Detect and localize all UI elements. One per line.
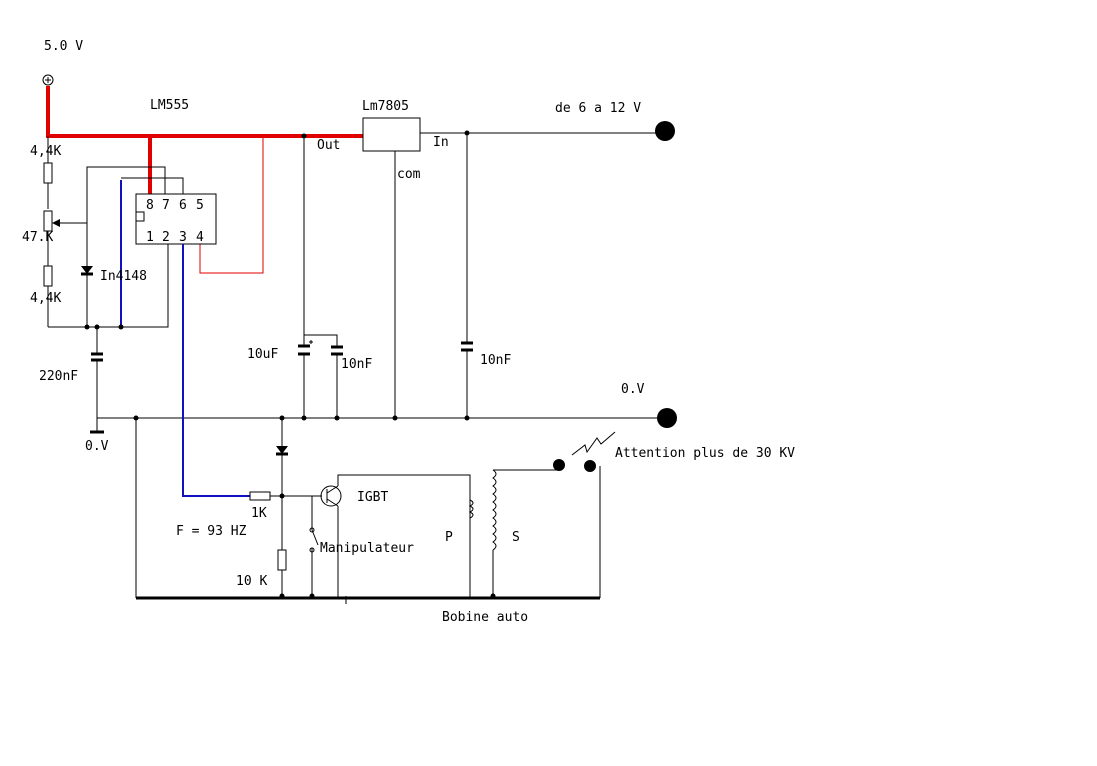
label-cap-10nf-b: 10nF [480, 353, 511, 368]
label-primary: P [445, 530, 453, 545]
supply-branch-thin [199, 136, 264, 274]
diode-in4148 [81, 266, 93, 276]
resistor-1k [249, 491, 322, 501]
label-igbt: IGBT [357, 490, 388, 505]
switch-manipulateur [309, 496, 319, 598]
spark-icon [571, 431, 616, 456]
regulator-7805 [362, 117, 421, 152]
ic-pin-6: 6 [179, 198, 187, 213]
ground-terminal[interactable] [657, 408, 677, 428]
label-reg-com: com [397, 167, 421, 182]
pin1-wire [48, 244, 169, 328]
ic-pin-8: 8 [146, 198, 154, 213]
label-r-1k: 1K [251, 506, 267, 521]
label-switch: Manipulateur [320, 541, 414, 556]
junction-dots [84, 130, 496, 599]
coil-primary [468, 499, 474, 519]
cap-10uf-output [298, 136, 313, 418]
diode-clamp [276, 418, 288, 496]
label-reg-out: Out [317, 138, 340, 153]
pin3-output-wire [182, 244, 250, 497]
label-secondary: S [512, 530, 520, 545]
label-reg-in: In [433, 135, 449, 150]
ic-notch [135, 211, 145, 222]
label-diode: In4148 [100, 269, 147, 284]
ic-pin-3: 3 [179, 230, 187, 245]
label-ground-left: 0.V [85, 439, 109, 454]
ic-pin-2: 2 [162, 230, 170, 245]
label-r2: 4,4K [30, 291, 61, 306]
ic-pin-1: 1 [146, 230, 154, 245]
positive-terminal-icon [42, 74, 54, 86]
label-frequency: F = 93 HZ [176, 524, 247, 539]
label-cap-10nf-a: 10nF [341, 357, 372, 372]
ic-pin-5: 5 [196, 198, 204, 213]
label-ground-right: 0.V [621, 382, 645, 397]
input-terminal[interactable] [655, 121, 675, 141]
label-warning: Attention plus de 30 KV [615, 446, 795, 461]
ic-pin-4: 4 [196, 230, 204, 245]
ic-pin-7: 7 [162, 198, 170, 213]
label-ic-555: LM555 [150, 98, 189, 113]
label-cap-10uf: 10uF [247, 347, 278, 362]
label-input-range: de 6 a 12 V [555, 101, 641, 116]
ground-icon [90, 418, 104, 434]
cap-10nf-input [461, 133, 473, 418]
pin6-wire [121, 177, 184, 194]
resistor-4-4k-bottom [43, 265, 53, 327]
label-cap-timing: 220nF [39, 369, 78, 384]
label-r-10k: 10 K [236, 574, 267, 589]
cap-220nf [91, 327, 103, 418]
label-coil: Bobine auto [442, 610, 528, 625]
label-regulator: Lm7805 [362, 99, 409, 114]
supply-rail-5v [46, 86, 363, 196]
pin7-wire [86, 166, 166, 327]
label-pot: 47.K [22, 230, 53, 245]
label-r1: 4,4K [30, 144, 61, 159]
igbt-transistor-icon [320, 474, 471, 598]
resistor-4-4k-top [43, 136, 53, 209]
label-supply-5v: 5.0 V [44, 39, 83, 54]
cap-10nf-output [304, 334, 343, 418]
potentiometer-47k [43, 210, 87, 266]
resistor-10k [277, 496, 287, 598]
coil-secondary [492, 459, 601, 598]
